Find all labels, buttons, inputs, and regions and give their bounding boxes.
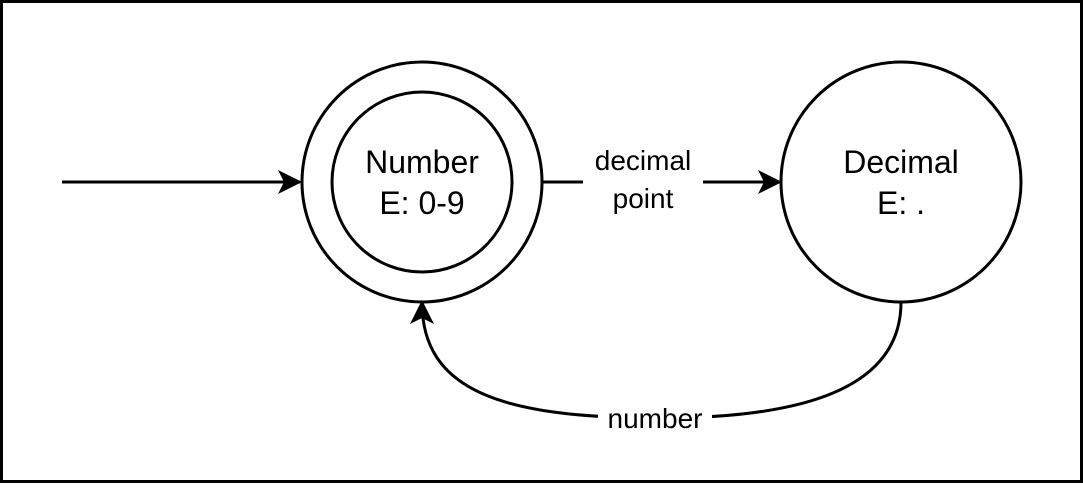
transition-number-to-decimal-label-line1: decimal <box>595 145 691 176</box>
transition-decimal-to-number-label-bg <box>598 402 712 434</box>
state-number-name: Number <box>365 144 479 180</box>
state-number-emits: E: 0-9 <box>379 185 464 221</box>
transition-number-to-decimal[interactable]: decimal point <box>542 140 782 218</box>
state-decimal-circle <box>779 60 1023 304</box>
state-decimal-emits: E: . <box>877 185 925 221</box>
transition-number-to-decimal-label-line2: point <box>613 183 674 214</box>
state-decimal-name: Decimal <box>843 144 959 180</box>
state-number[interactable]: Number E: 0-9 <box>300 60 544 304</box>
state-number-inner-circle <box>330 90 514 274</box>
transition-decimal-to-number[interactable]: number <box>410 300 903 434</box>
transition-number-to-decimal-label-bg <box>583 140 703 218</box>
state-decimal[interactable]: Decimal E: . <box>779 60 1023 304</box>
transition-decimal-to-number-label: number <box>608 403 703 434</box>
